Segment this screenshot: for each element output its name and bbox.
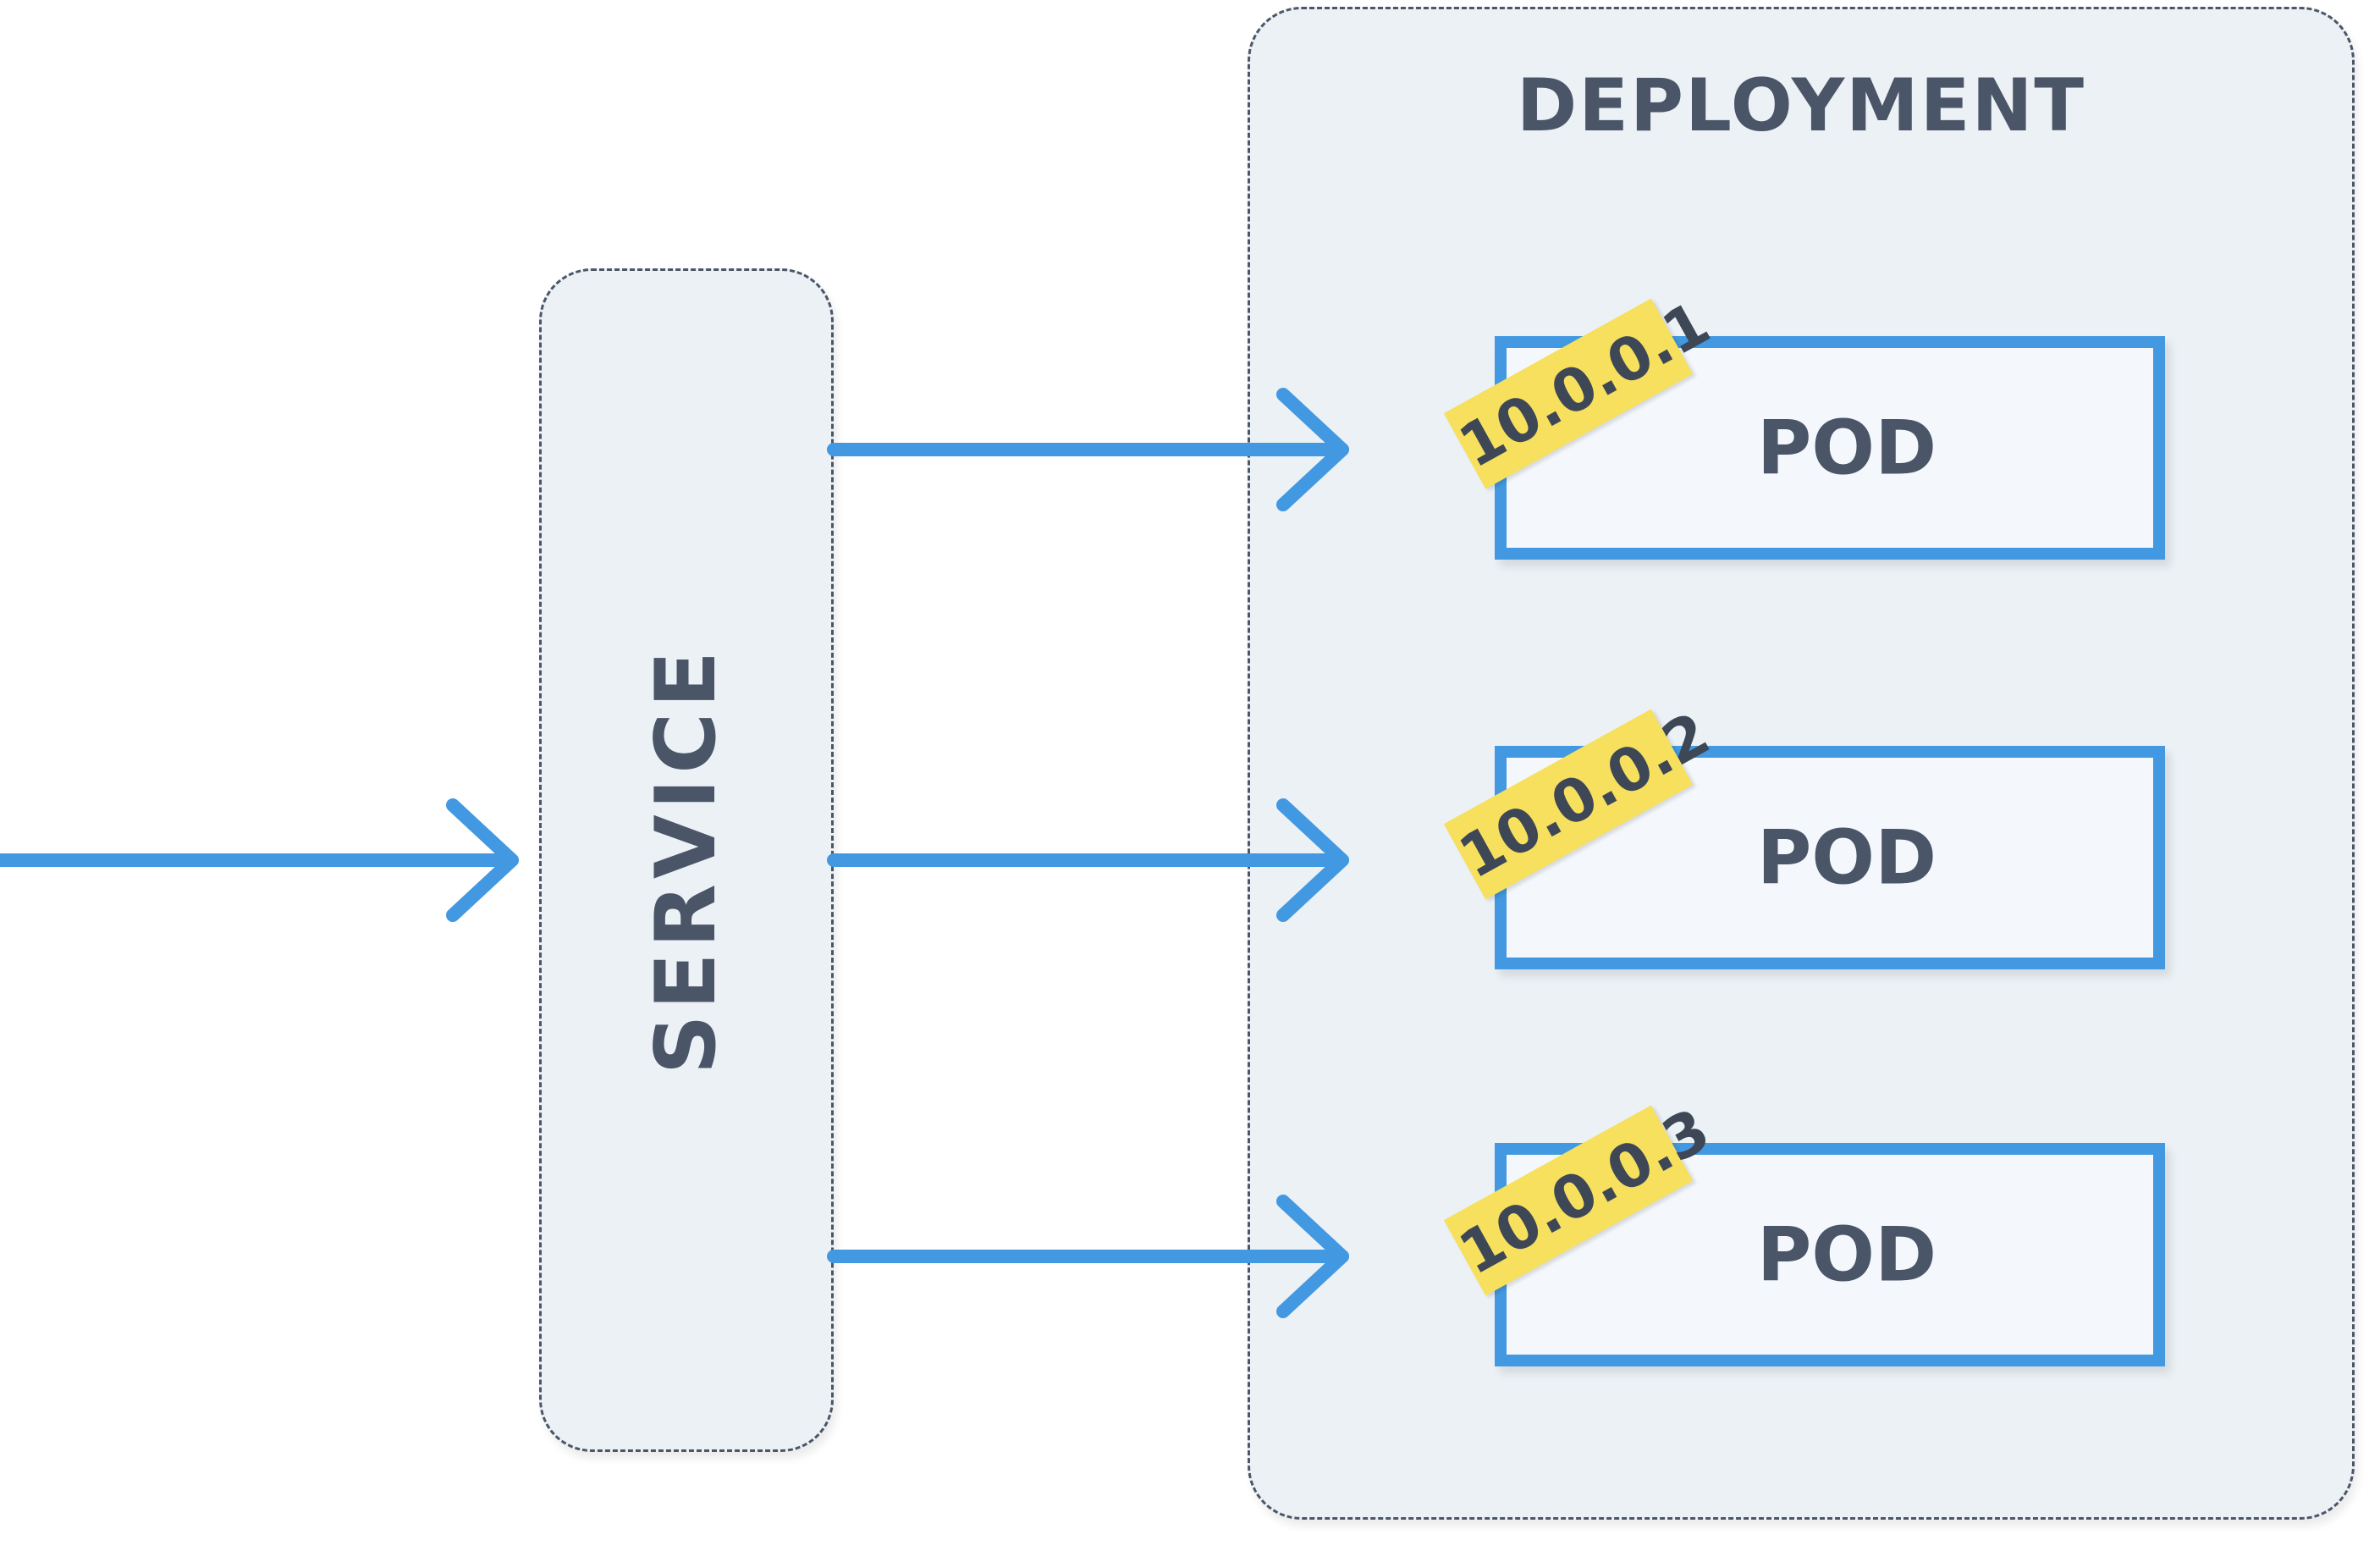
arrow-to-pod-2 xyxy=(827,798,1349,922)
pod-label: POD xyxy=(1756,404,1937,492)
arrow-to-pod-1 xyxy=(827,388,1349,511)
incoming-arrow xyxy=(0,798,519,922)
service-box xyxy=(539,268,834,1452)
pod-label: POD xyxy=(1756,1211,1937,1299)
arrow-to-pod-3 xyxy=(827,1195,1349,1318)
pod-label: POD xyxy=(1756,814,1937,902)
deployment-title: DEPLOYMENT xyxy=(1516,63,2086,148)
